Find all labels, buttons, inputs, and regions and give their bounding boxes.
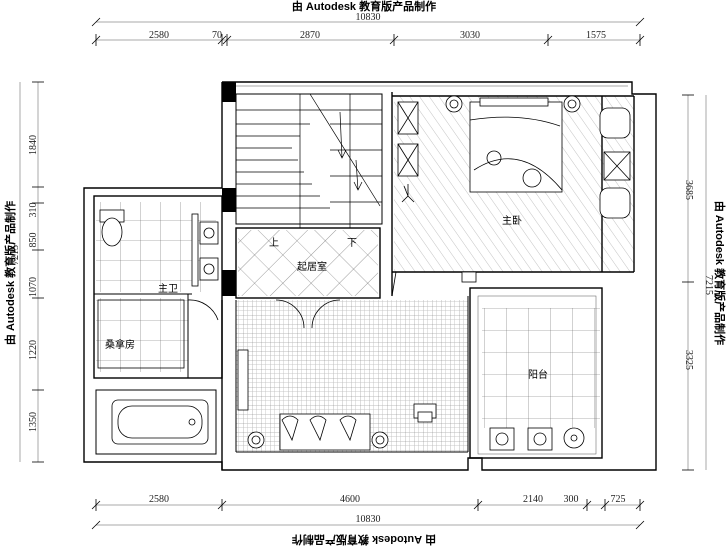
dim-left-seg: 1070 (28, 277, 39, 297)
dim-left-seg: 310 (28, 203, 39, 218)
dim-right-seg: 3685 (683, 180, 694, 200)
watermark-top: 由 Autodesk 教育版产品制作 (292, 0, 436, 13)
dim-left-total: 7215 (10, 245, 21, 265)
room-label-sauna: 桑拿房 (105, 338, 135, 351)
dim-right-seg: 3325 (683, 350, 694, 370)
dim-top-seg: 1575 (586, 30, 606, 41)
balcony-floor (482, 308, 600, 428)
dim-top-seg: 70 (212, 30, 222, 41)
bottom-dimension: 2580 4600 2140 300 725 10830 (91, 494, 645, 530)
dim-left-seg: 850 (28, 233, 39, 248)
dim-top-total: 10830 (356, 12, 381, 23)
bathroom-fixtures (97, 209, 219, 445)
room-label-master-bath: 主卫 (158, 283, 178, 295)
dim-right-total: 7215 (703, 275, 714, 295)
room-label-master-bedroom: 主卧 (502, 214, 522, 227)
dim-top-seg: 2580 (149, 30, 169, 41)
watermark-bottom: 由 Autodesk 教育版产品制作 (292, 533, 436, 546)
top-dimension: 10830 2580 70 2870 3030 1575 (91, 12, 645, 46)
room-label-stair-up: 上 (269, 237, 279, 249)
dim-left-seg: 1220 (28, 340, 39, 360)
room-label-living: 起居室 (297, 260, 327, 273)
watermark-left: 由 Autodesk 教育版产品制作 (3, 201, 17, 345)
dim-top-seg: 3030 (460, 30, 480, 41)
dim-bottom-seg: 300 (564, 494, 579, 505)
left-dimension: 1840 310 850 1070 1220 1350 7215 (10, 81, 44, 463)
dim-bottom-seg: 4600 (340, 494, 360, 505)
bedroom-furniture (391, 95, 631, 297)
room-label-stair-down: 下 (347, 238, 357, 249)
living-furniture (237, 299, 585, 451)
dim-left-seg: 1840 (28, 135, 39, 155)
watermark-right: 由 Autodesk 教育版产品制作 (713, 201, 727, 345)
sauna-floor (96, 298, 188, 372)
dim-bottom-seg: 2140 (523, 494, 543, 505)
structural-columns (222, 82, 236, 296)
dim-bottom-seg: 2580 (149, 494, 169, 505)
staircase (236, 93, 382, 228)
dim-bottom-total: 10830 (356, 514, 381, 525)
dim-top-seg: 2870 (300, 30, 320, 41)
foyer-floor (238, 230, 378, 296)
right-dimension: 3685 3325 7215 (682, 94, 714, 471)
dim-bottom-seg: 725 (611, 494, 626, 505)
dim-left-seg: 1350 (28, 412, 39, 432)
room-label-balcony: 阳台 (528, 368, 548, 381)
